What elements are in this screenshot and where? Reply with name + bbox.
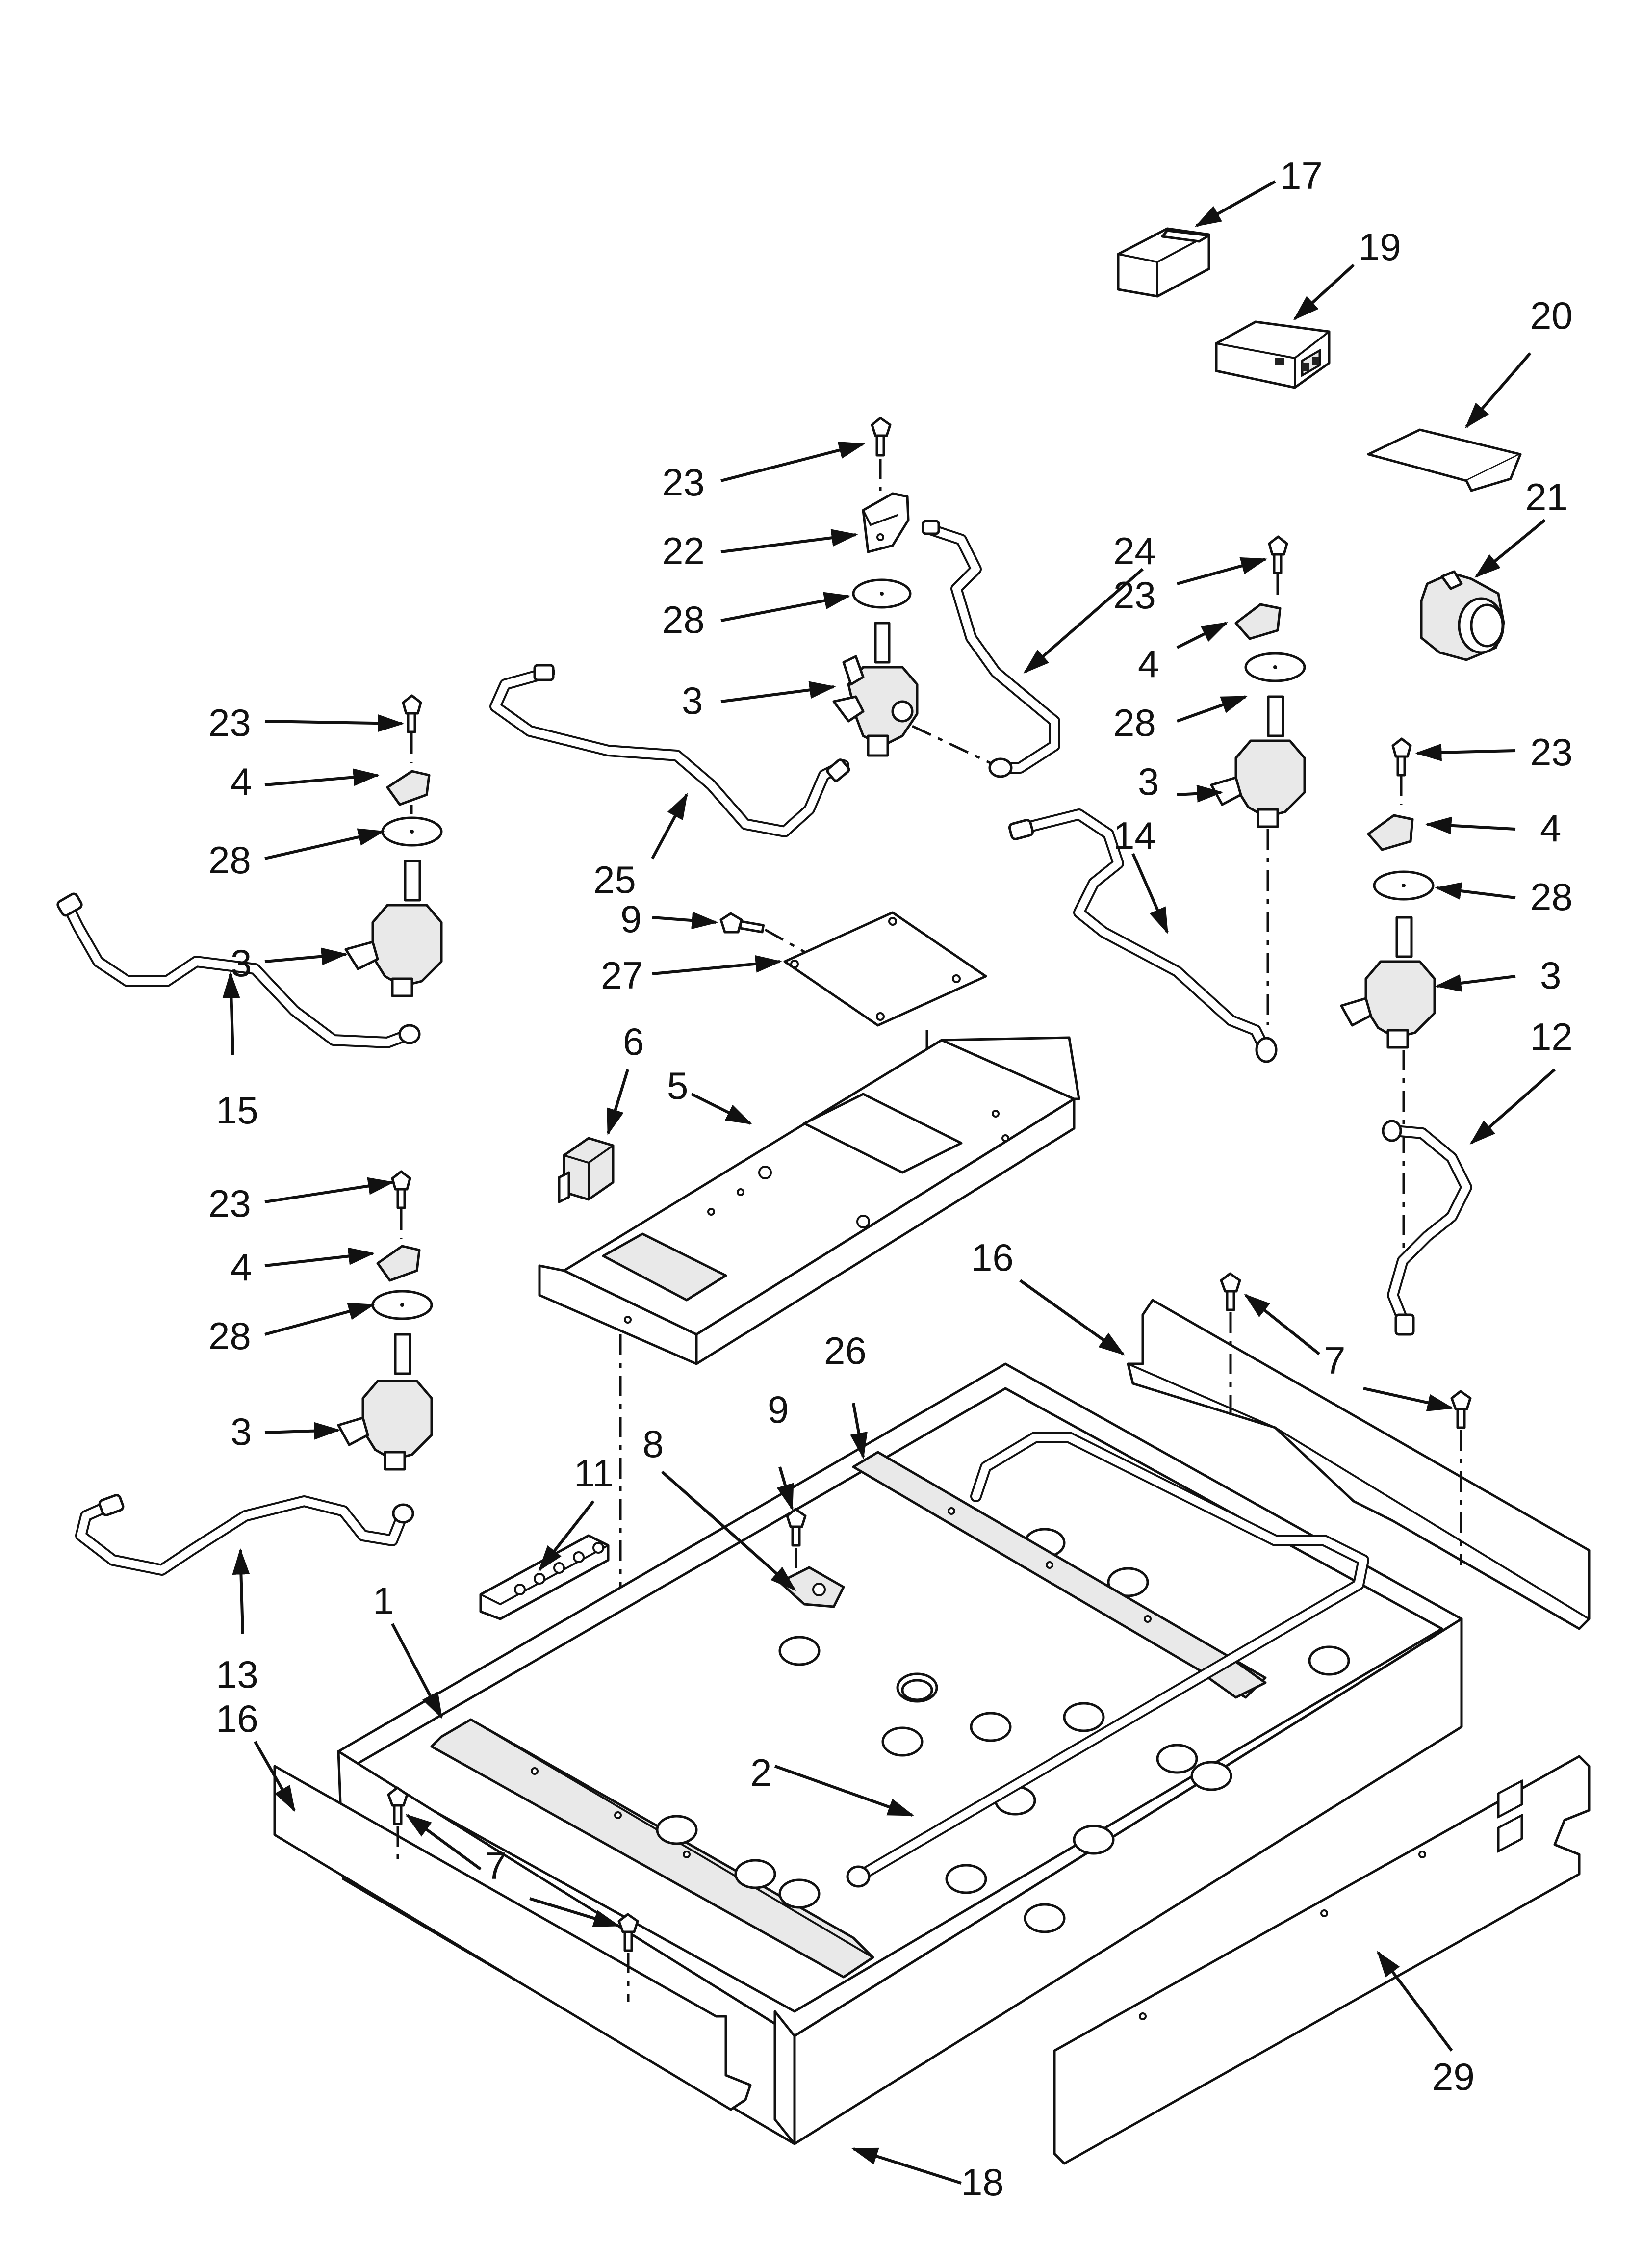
callout-23-left-upper: 23 bbox=[208, 701, 251, 744]
callout-3-center: 3 bbox=[682, 679, 703, 722]
callout-25: 25 bbox=[593, 858, 636, 901]
screw-23-top-center bbox=[871, 417, 892, 491]
left-upper-valve-stack bbox=[344, 694, 443, 997]
part-19-control-module bbox=[1215, 320, 1331, 389]
callout-4-left-upper: 4 bbox=[231, 760, 252, 803]
callout-28-far-right: 28 bbox=[1530, 875, 1573, 918]
callout-7-right: 7 bbox=[1324, 1339, 1345, 1382]
tube-13 bbox=[75, 1494, 414, 1576]
callout-3-left-upper: 3 bbox=[231, 941, 252, 985]
washer-28-center bbox=[852, 578, 912, 609]
callout-28-left-upper: 28 bbox=[208, 838, 251, 882]
callout-6: 6 bbox=[623, 1020, 644, 1063]
screw-9-lower bbox=[786, 1508, 807, 1570]
callout-13: 13 bbox=[216, 1653, 258, 1696]
callout-3-right-center: 3 bbox=[1138, 760, 1159, 803]
part-21-regulator bbox=[1420, 570, 1505, 661]
callout-5: 5 bbox=[667, 1064, 688, 1107]
callout-3-far-right: 3 bbox=[1540, 954, 1561, 997]
screw-7-lower-b bbox=[617, 1913, 639, 2002]
callout-4-right-center: 4 bbox=[1138, 642, 1159, 685]
callout-8: 8 bbox=[642, 1422, 664, 1465]
callout-17: 17 bbox=[1280, 154, 1323, 197]
tube-15 bbox=[56, 892, 421, 1048]
tube-24 bbox=[922, 520, 1060, 778]
callout-29: 29 bbox=[1432, 2055, 1475, 2098]
screw-9-upper bbox=[719, 912, 805, 953]
screw-7-upper-a bbox=[1220, 1272, 1241, 1423]
callout-20: 20 bbox=[1530, 294, 1573, 337]
part-6-transformer bbox=[558, 1137, 615, 1203]
burner-ports bbox=[656, 1528, 1350, 1933]
callout-18: 18 bbox=[961, 2161, 1004, 2204]
tube-14 bbox=[1008, 808, 1278, 1063]
callout-4-far-right: 4 bbox=[1540, 807, 1561, 850]
part-20-bracket bbox=[1367, 428, 1522, 492]
callout-3-left-lower: 3 bbox=[231, 1410, 252, 1453]
tube-25 bbox=[489, 664, 850, 837]
left-lower-valve-stack bbox=[337, 1170, 433, 1471]
part-29-front-panel bbox=[1053, 1755, 1591, 2165]
far-right-valve-stack bbox=[1340, 737, 1436, 1256]
callout-12: 12 bbox=[1530, 1015, 1573, 1058]
valve-3-center bbox=[832, 622, 919, 757]
callout-14: 14 bbox=[1113, 814, 1156, 857]
callout-22: 22 bbox=[662, 529, 705, 573]
callout-28-right-center: 28 bbox=[1113, 701, 1156, 744]
part-16-right-trim bbox=[1127, 1299, 1591, 1630]
callout-27: 27 bbox=[601, 954, 643, 997]
callout-16-right: 16 bbox=[971, 1236, 1014, 1279]
callout-4-left-lower: 4 bbox=[231, 1246, 252, 1289]
callout-19: 19 bbox=[1359, 225, 1401, 268]
callout-7-left: 7 bbox=[486, 1844, 507, 1887]
callout-23-left-lower: 23 bbox=[208, 1182, 251, 1225]
callout-16-left: 16 bbox=[216, 1697, 258, 1740]
callout-23-right-center: 23 bbox=[1113, 574, 1156, 617]
callout-2: 2 bbox=[750, 1751, 771, 1794]
callout-15: 15 bbox=[216, 1089, 258, 1132]
callout-24: 24 bbox=[1113, 529, 1156, 573]
callout-9-upper: 9 bbox=[620, 897, 641, 940]
module-connectors bbox=[1275, 357, 1319, 371]
leader-lines bbox=[222, 180, 1556, 2185]
callout-11: 11 bbox=[574, 1452, 614, 1495]
callout-23-far-right: 23 bbox=[1530, 730, 1573, 774]
callout-26: 26 bbox=[824, 1329, 867, 1372]
screw-7-lower-a bbox=[387, 1786, 409, 1864]
callout-1: 1 bbox=[373, 1579, 394, 1622]
callout-9-lower: 9 bbox=[768, 1388, 789, 1431]
right-center-valve-stack bbox=[1210, 535, 1306, 1025]
callout-labels: 17 19 20 21 23 22 28 3 24 25 23 4 28 3 1… bbox=[208, 154, 1573, 2204]
part-17-module-cover bbox=[1117, 227, 1210, 298]
tube-12 bbox=[1382, 1120, 1472, 1336]
callout-21: 21 bbox=[1525, 475, 1568, 519]
callout-28-left-lower: 28 bbox=[208, 1314, 251, 1357]
part-2-manifold bbox=[846, 1432, 1369, 1888]
callout-28-center: 28 bbox=[662, 598, 705, 641]
part-5-tray bbox=[538, 1036, 1080, 1786]
screw-7-upper-b bbox=[1450, 1390, 1472, 1565]
bracket-22-center bbox=[862, 492, 910, 553]
callout-23-center: 23 bbox=[662, 461, 705, 504]
